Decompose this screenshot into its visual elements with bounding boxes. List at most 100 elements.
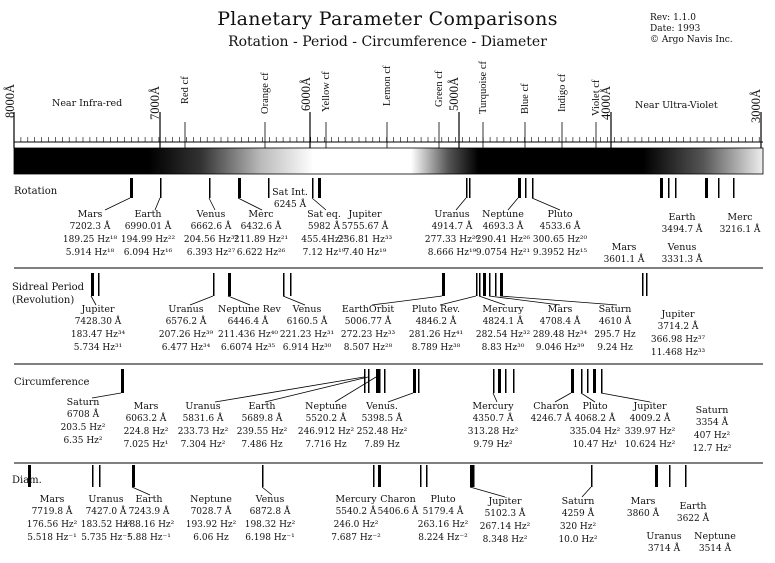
- entry-frequency: 289.48 Hz³⁴: [532, 330, 588, 340]
- connector-line: [264, 376, 369, 403]
- sidereal-bar: [91, 273, 94, 296]
- rotation-bar: [660, 178, 663, 198]
- entry-wavelength: 5689.8 Å: [241, 414, 283, 424]
- entry-name: Uranus: [185, 401, 221, 412]
- entry-name: Sat eq.: [307, 209, 341, 220]
- entry-name: Jupiter: [661, 309, 695, 320]
- entry-octave-freq: 6.094 Hz¹⁶: [123, 248, 173, 258]
- sidereal-bar: [290, 273, 292, 296]
- entry-octave-freq: 6.914 Hz³⁰: [282, 343, 332, 353]
- circumference-bar: [593, 369, 596, 393]
- rotation-bar: [469, 178, 471, 198]
- entry-name: Charon: [533, 401, 569, 412]
- entry-octave-freq: 7.40 Hz¹⁹: [343, 248, 387, 258]
- spectrum-label: 7000Å: [148, 85, 162, 120]
- circumference-bar: [571, 369, 574, 393]
- entry-wavelength: 6432.6 Å: [240, 222, 282, 232]
- entry-wavelength: 3714 Å: [647, 544, 681, 554]
- entry-name: Pluto: [582, 401, 608, 412]
- entry-name: Neptune: [694, 531, 736, 542]
- entry-frequency: 295.7 Hz: [594, 330, 636, 340]
- entry-name: Venus: [292, 304, 322, 315]
- entry-wavelength: 7719.8 Å: [31, 507, 73, 517]
- section-bars: [28, 178, 735, 487]
- entry-wavelength: 4068.2 Å: [574, 414, 616, 424]
- entry-name: Jupiter: [633, 401, 667, 412]
- connector-line: [488, 295, 561, 306]
- rotation-bar: [160, 178, 162, 198]
- entry-frequency: 335.04 Hz²: [569, 427, 621, 437]
- entry-name: Uranus: [88, 494, 124, 505]
- entry-wavelength: 4350.7 Å: [472, 414, 514, 424]
- entry-octave-freq: 5.734 Hz³¹: [73, 343, 123, 353]
- entry-octave-freq: 11.468 Hz³³: [650, 348, 706, 358]
- entry-wavelength: 5540.2 Å: [335, 507, 377, 517]
- connector-line: [531, 197, 561, 211]
- sidereal-bar: [98, 273, 100, 296]
- diameter-bar: [669, 465, 671, 487]
- entry-wavelength: 5831.6 Å: [182, 414, 224, 424]
- entry-frequency: 246.0 Hz²: [333, 520, 379, 530]
- entry-frequency: 198.32 Hz²: [244, 520, 296, 530]
- entry-frequency: 233.73 Hz²: [177, 427, 229, 437]
- rotation-bar: [209, 178, 211, 198]
- rotation-bar: [312, 178, 314, 198]
- entry-frequency: 224.8 Hz²: [123, 427, 169, 437]
- entry-name: EarthOrbit: [341, 304, 395, 315]
- entry-octave-freq: 5.88 Hz⁻¹: [127, 533, 171, 543]
- entry-name: Uranus: [434, 209, 470, 220]
- circumference-bar: [587, 369, 589, 393]
- diameter-bar: [655, 465, 658, 487]
- entry-octave-freq: 5.518 Hz⁻¹: [27, 533, 77, 543]
- diameter-bar: [473, 465, 475, 487]
- entry-octave-freq: 9.24 Hz: [597, 343, 633, 353]
- entry-name: Venus: [255, 494, 285, 505]
- connector-line: [554, 392, 572, 403]
- entry-wavelength: 4846.2 Å: [415, 317, 457, 327]
- spectrum-label: Near Ultra-Violet: [635, 100, 718, 111]
- entry-octave-freq: 10.624 Hz²: [624, 440, 676, 450]
- entry-frequency: 272.23 Hz³³: [340, 330, 396, 340]
- entry-name: Mercury: [472, 401, 514, 412]
- entry-wavelength: 4693.3 Å: [482, 222, 524, 232]
- circumference-bar: [413, 369, 416, 393]
- diameter-bar: [685, 465, 687, 487]
- connector-line: [507, 197, 519, 211]
- rotation-bar: [318, 178, 321, 198]
- entry-wavelength: 6708 Å: [66, 410, 100, 420]
- entry-name: Merc: [727, 212, 753, 223]
- entry-octave-freq: 9.046 Hz³⁹: [535, 343, 585, 353]
- connector-line: [189, 295, 214, 306]
- circumference-bar: [376, 369, 379, 393]
- entry-name: Saturn: [695, 405, 729, 416]
- entry-frequency: 252.48 Hz²: [356, 427, 408, 437]
- sidereal-bar: [479, 273, 481, 296]
- entry-wavelength: 4708.4 Å: [539, 317, 581, 327]
- entry-octave-freq: 10.0 Hz²: [558, 535, 598, 545]
- entry-frequency: 282.54 Hz³²: [475, 330, 531, 340]
- connector-line: [580, 392, 596, 403]
- entry-name: Earth: [134, 209, 162, 220]
- connector-line: [581, 486, 592, 498]
- entry-frequency: 221.23 Hz³¹: [279, 330, 335, 340]
- entry-name: Saturn: [66, 397, 100, 408]
- entry-wavelength: 5102.3 Å: [484, 509, 526, 519]
- revision-text: Rev: 1.1.0: [650, 13, 696, 23]
- entry-name: Merc: [248, 209, 274, 220]
- connector-line: [334, 376, 377, 403]
- circumference-bar: [601, 369, 603, 393]
- entry-wavelength: 6662.6 Å: [190, 222, 232, 232]
- entry-octave-freq: 5.914 Hz¹⁸: [65, 248, 115, 258]
- entry-wavelength: 4246.7 Å: [530, 414, 572, 424]
- entry-wavelength: 3714.2 Å: [657, 322, 699, 332]
- entry-wavelength: 3622 Å: [676, 514, 710, 524]
- entry-wavelength: 5520.2 Å: [305, 414, 347, 424]
- spectrum-label: Green cf: [434, 70, 445, 107]
- entry-wavelength: 6063.2 Å: [125, 414, 167, 424]
- sidereal-bar: [213, 273, 215, 296]
- connector-line: [311, 197, 327, 211]
- spectrum-label: Red cf: [180, 76, 191, 104]
- rotation-bar: [733, 178, 735, 198]
